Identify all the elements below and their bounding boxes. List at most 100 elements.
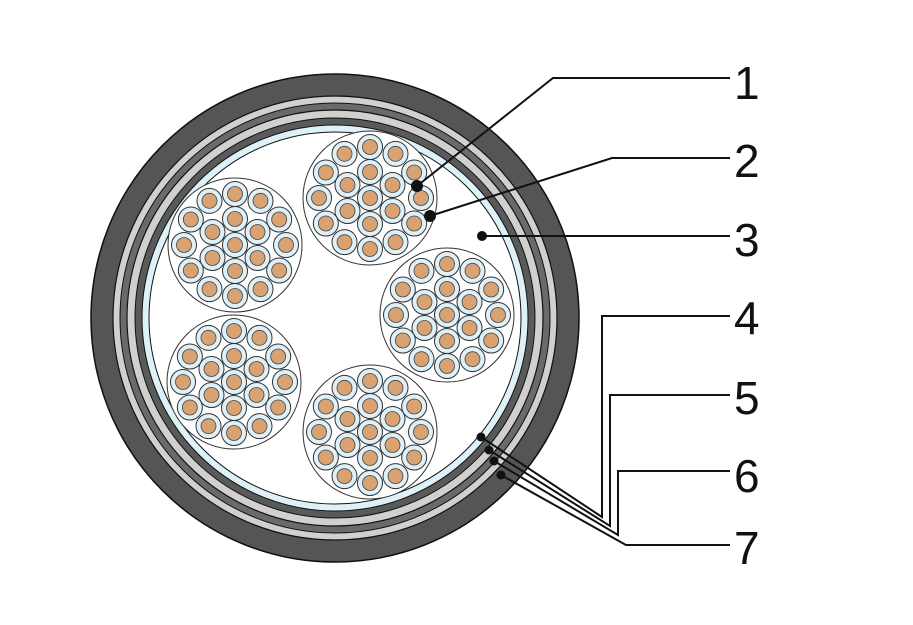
copper-conductor bbox=[336, 234, 353, 251]
copper-conductor bbox=[439, 256, 455, 272]
copper-conductor bbox=[362, 398, 378, 414]
leader-dot-3 bbox=[477, 231, 487, 241]
conductor-bundle bbox=[167, 177, 303, 313]
insulated-core bbox=[244, 245, 271, 271]
insulated-core bbox=[379, 432, 406, 458]
copper-conductor bbox=[461, 320, 478, 336]
insulated-core bbox=[357, 445, 383, 471]
copper-conductor bbox=[226, 348, 242, 364]
copper-conductor bbox=[490, 307, 506, 323]
insulated-core bbox=[411, 289, 438, 315]
insulated-core bbox=[272, 369, 298, 395]
copper-conductor bbox=[413, 424, 429, 440]
copper-conductor bbox=[317, 449, 334, 466]
copper-conductor bbox=[362, 164, 378, 180]
leader-dot-5 bbox=[484, 445, 494, 455]
insulated-core bbox=[198, 382, 225, 408]
insulated-core bbox=[357, 185, 383, 211]
copper-conductor bbox=[181, 399, 198, 416]
insulated-core bbox=[243, 382, 270, 408]
insulated-core bbox=[411, 315, 438, 341]
leader-line-2 bbox=[429, 157, 730, 217]
copper-conductor bbox=[176, 237, 192, 253]
copper-conductor bbox=[362, 450, 378, 466]
copper-conductor bbox=[362, 373, 378, 389]
copper-conductor bbox=[483, 281, 500, 298]
copper-conductor bbox=[226, 425, 242, 441]
insulated-core bbox=[246, 413, 273, 440]
leader-line-1 bbox=[416, 77, 730, 187]
insulated-core bbox=[266, 257, 293, 284]
insulated-core bbox=[357, 159, 383, 185]
conductor-bundle bbox=[379, 247, 515, 383]
insulated-core bbox=[401, 210, 428, 237]
insulated-core bbox=[222, 206, 248, 232]
copper-conductor bbox=[227, 186, 243, 202]
insulated-core bbox=[221, 420, 247, 446]
insulated-core bbox=[408, 346, 435, 373]
insulated-core bbox=[247, 187, 274, 214]
copper-conductor bbox=[336, 145, 353, 162]
insulated-core bbox=[357, 236, 383, 262]
leader-line-5 bbox=[488, 394, 730, 528]
insulated-core bbox=[379, 406, 406, 432]
copper-conductor bbox=[201, 192, 218, 209]
copper-conductor bbox=[339, 203, 356, 219]
insulated-core bbox=[459, 257, 486, 284]
insulated-core bbox=[221, 369, 247, 395]
copper-conductor bbox=[249, 224, 266, 240]
copper-conductor bbox=[251, 329, 268, 346]
copper-conductor bbox=[413, 190, 429, 206]
copper-conductor bbox=[387, 234, 404, 251]
copper-conductor bbox=[339, 177, 356, 193]
insulated-core bbox=[176, 343, 203, 370]
insulated-core bbox=[222, 232, 248, 258]
copper-conductor bbox=[204, 250, 221, 266]
copper-conductor bbox=[387, 468, 404, 485]
leader-dot-7 bbox=[496, 470, 506, 480]
insulated-core bbox=[401, 159, 428, 186]
insulated-core bbox=[312, 393, 339, 420]
copper-conductor bbox=[464, 351, 481, 368]
callout-number-4: 4 bbox=[734, 292, 760, 344]
insulated-core bbox=[221, 318, 247, 344]
insulated-core bbox=[379, 198, 406, 224]
insulated-core bbox=[273, 232, 299, 258]
insulated-core bbox=[383, 302, 409, 328]
callout-number-5: 5 bbox=[734, 372, 760, 424]
copper-conductor bbox=[362, 241, 378, 257]
copper-conductor bbox=[394, 332, 411, 349]
insulated-core bbox=[265, 394, 292, 421]
copper-conductor bbox=[311, 424, 327, 440]
insulated-core bbox=[456, 289, 483, 315]
copper-conductor bbox=[464, 262, 481, 279]
copper-conductor bbox=[362, 424, 378, 440]
insulated-core bbox=[382, 374, 409, 401]
insulated-core bbox=[196, 187, 223, 214]
copper-conductor bbox=[182, 262, 199, 279]
copper-conductor bbox=[384, 411, 401, 427]
insulated-core bbox=[434, 276, 460, 302]
insulated-core bbox=[334, 172, 361, 198]
copper-conductor bbox=[339, 437, 356, 453]
copper-conductor bbox=[204, 224, 221, 240]
insulated-core bbox=[222, 283, 248, 309]
leader-line-4 bbox=[480, 315, 730, 519]
insulated-core bbox=[334, 198, 361, 224]
copper-conductor bbox=[200, 418, 217, 435]
copper-conductor bbox=[252, 281, 269, 298]
copper-conductor bbox=[384, 203, 401, 219]
callout-number-1: 1 bbox=[734, 57, 760, 109]
copper-conductor bbox=[248, 387, 265, 403]
copper-conductor bbox=[416, 294, 433, 310]
copper-conductor bbox=[336, 379, 353, 396]
insulated-core bbox=[379, 172, 406, 198]
conductor-bundle bbox=[166, 314, 302, 450]
copper-conductor bbox=[413, 351, 430, 368]
insulated-core bbox=[334, 432, 361, 458]
insulated-core bbox=[408, 419, 434, 445]
insulated-core bbox=[196, 276, 223, 303]
insulated-core bbox=[478, 327, 505, 354]
insulated-core bbox=[177, 206, 204, 233]
